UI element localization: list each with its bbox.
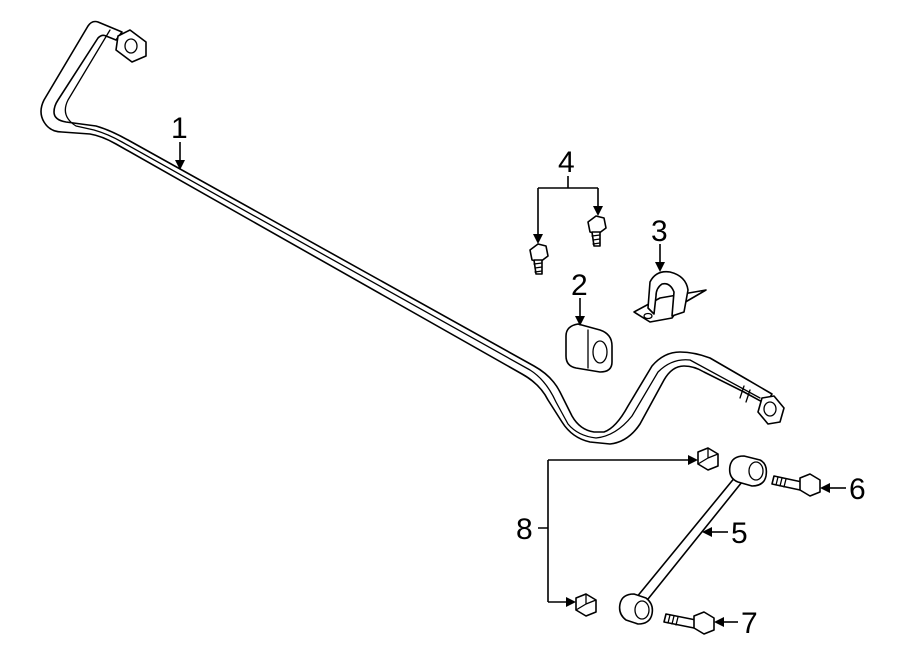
bolt-thread [533,262,543,273]
stabilizer-bar [40,20,785,445]
stabilizer-bar-left-eye [115,29,147,63]
stabilizer-bar-right-eye-hole [763,401,777,417]
leader-8 [538,459,690,603]
link-bolt-upper [771,473,821,497]
callout-7: 7 [741,607,758,640]
bracket-bolt-left [529,243,549,275]
callout-3: 3 [651,215,668,248]
stabilizer-bar-centerline [64,29,761,439]
link-upper-bushing-bore [748,461,764,481]
stabilizer-bar-left-eye-hole [124,38,138,54]
stabilizer-bar-right-sleeve [739,385,751,403]
bolt-head [799,473,821,497]
arrow-4b [593,206,603,216]
bracket-bolt-right [587,215,607,247]
arrow-7 [714,617,724,627]
link-nut-upper [697,447,719,471]
link-nut-lower [575,593,597,617]
callout-5: 5 [731,517,748,550]
nut-face [697,447,719,465]
arrow-5 [702,527,712,537]
bracket-bolt-hole [643,312,653,320]
bolt-head [693,611,715,635]
bolt-thread [667,614,679,626]
callout-6: 6 [849,473,866,506]
bushing-body [565,323,613,373]
bracket-strap [647,270,689,317]
callout-labels: 1 2 3 4 5 6 7 8 [171,112,866,640]
bolt-thread [775,476,787,488]
leader-4 [537,176,599,236]
bushing-bracket [633,270,707,323]
arrow-4a [533,234,543,244]
nut-face [575,593,597,611]
stabilizer-bar-right-eye [757,395,785,425]
bushing [565,323,613,373]
callout-4: 4 [558,146,575,179]
stabilizer-bar-outline [40,20,773,445]
link-rod [635,475,743,605]
arrow-8a [688,455,698,465]
bushing-bore [592,340,608,364]
callout-1: 1 [171,112,188,145]
arrow-3 [655,262,665,272]
leaders [175,142,846,627]
link-lower-bushing [618,593,654,625]
arrow-1 [175,160,185,170]
stabilizer-link [618,455,768,625]
link-upper-bushing [728,455,768,487]
bolt-head [587,215,607,235]
arrow-8b [566,597,576,607]
link-bolt-lower [663,611,715,635]
callout-2: 2 [571,269,588,302]
arrow-6 [820,483,830,493]
arrow-2 [575,316,585,326]
bolt-thread [591,234,601,245]
callout-8: 8 [516,513,533,546]
link-lower-bushing-bore [634,600,650,620]
